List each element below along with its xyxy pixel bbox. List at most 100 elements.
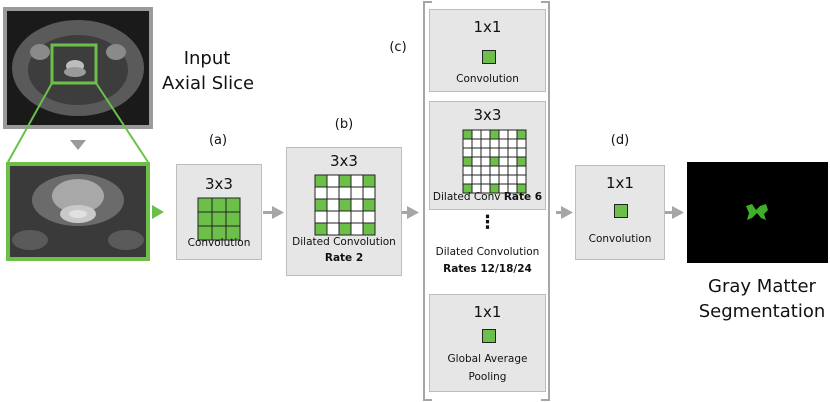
aspp-conv-1x1-block: 1x1 Convolution [429, 9, 546, 92]
kernel-cell [480, 147, 491, 158]
kernel-cell [362, 210, 376, 224]
kernel-cell-1x1 [614, 204, 628, 218]
kernel-cell [197, 197, 213, 213]
kernel-cell [362, 222, 376, 236]
zoom-region [50, 43, 98, 85]
kernel-cell [480, 165, 491, 176]
stage-label-a: (a) [208, 133, 228, 148]
kernel-cell [516, 183, 527, 194]
kernel-cell [338, 198, 352, 212]
kernel-cell [471, 156, 482, 167]
kernel-cell [326, 174, 340, 188]
more-rates-values: Rates 12/18/24 [443, 263, 532, 275]
stage-label-c: (c) [389, 40, 407, 55]
kernel-cell [462, 129, 473, 140]
kernel-cell [516, 138, 527, 149]
aspp-dilated-rate6-block: 3x3 Dilated Conv Rate 6 [429, 101, 546, 210]
kernel-cell [197, 211, 213, 227]
kernel-size: 1x1 [473, 303, 502, 321]
kernel-size: 3x3 [205, 175, 233, 193]
kernel-cell [471, 138, 482, 149]
conv-3x3-block: 3x3 Convolution [176, 164, 262, 260]
kernel-cell [211, 197, 227, 213]
kernel-cell [314, 210, 328, 224]
kernel-cell [326, 210, 340, 224]
block-caption: Convolution [187, 237, 251, 249]
block-caption: Dilated Convolution [292, 236, 396, 248]
kernel-size: 3x3 [330, 152, 358, 170]
kernel-cell [338, 186, 352, 200]
kernel-cell [516, 129, 527, 140]
gray-matter-mask [746, 204, 768, 220]
kernel-cell [462, 165, 473, 176]
kernel-cell [350, 174, 364, 188]
kernel-cell [314, 198, 328, 212]
kernel-cell [507, 147, 518, 158]
kernel-cell [314, 222, 328, 236]
block-caption: Convolution [588, 233, 652, 245]
block-caption-line2: Pooling [468, 371, 507, 383]
block-caption: Dilated Conv Rate 6 [432, 191, 543, 203]
kernel-cell [225, 197, 241, 213]
kernel-cell [516, 156, 527, 167]
kernel-size: 1x1 [473, 18, 502, 36]
dilated-conv-rate2-block: 3x3 Dilated Convolution Rate 2 [286, 147, 402, 276]
kernel-cell [362, 174, 376, 188]
block-caption-line1: Global Average [447, 353, 528, 365]
kernel-cell [480, 174, 491, 185]
kernel-cell [489, 138, 500, 149]
kernel-cell [211, 211, 227, 227]
stage-label-b: (b) [334, 117, 354, 132]
kernel-cell [489, 129, 500, 140]
kernel-grid-3x3 [197, 197, 241, 241]
kernel-cell [498, 156, 509, 167]
kernel-cell [480, 138, 491, 149]
kernel-cell [350, 222, 364, 236]
kernel-cell [326, 186, 340, 200]
kernel-cell [471, 147, 482, 158]
kernel-cell [471, 129, 482, 140]
more-rates-caption: Dilated Convolution [435, 246, 540, 258]
kernel-cell [338, 210, 352, 224]
kernel-cell [489, 147, 500, 158]
kernel-cell [471, 174, 482, 185]
ellipsis: ⋮ [478, 212, 497, 233]
kernel-cell [480, 129, 491, 140]
kernel-cell-1x1 [482, 329, 496, 343]
kernel-cell [338, 222, 352, 236]
kernel-cell [471, 165, 482, 176]
kernel-cell [489, 174, 500, 185]
kernel-cell [326, 198, 340, 212]
kernel-cell [507, 129, 518, 140]
kernel-cell [462, 174, 473, 185]
kernel-cell-1x1 [482, 50, 496, 64]
kernel-size: 3x3 [473, 106, 502, 124]
kernel-cell [489, 165, 500, 176]
kernel-cell [498, 129, 509, 140]
aspp-global-pool-block: 1x1 Global Average Pooling [429, 294, 546, 392]
kernel-cell [362, 186, 376, 200]
kernel-cell [507, 174, 518, 185]
kernel-cell [225, 225, 241, 241]
input-label: Input Axial Slice [162, 48, 255, 94]
kernel-cell [498, 174, 509, 185]
dilated-kernel-grid-rate2 [314, 174, 376, 236]
kernel-cell [350, 198, 364, 212]
kernel-cell [314, 186, 328, 200]
kernel-cell [507, 156, 518, 167]
kernel-cell [350, 210, 364, 224]
kernel-cell [507, 138, 518, 149]
kernel-cell [350, 186, 364, 200]
stage-label-d: (d) [610, 133, 630, 148]
kernel-cell [498, 147, 509, 158]
kernel-cell [516, 165, 527, 176]
kernel-cell [362, 198, 376, 212]
kernel-cell [462, 147, 473, 158]
kernel-cell [462, 156, 473, 167]
kernel-cell [480, 156, 491, 167]
flow-arrows [263, 206, 684, 219]
kernel-cell [462, 138, 473, 149]
kernel-cell [326, 222, 340, 236]
dilated-kernel-grid-rate6 [462, 129, 527, 194]
kernel-cell [516, 174, 527, 185]
